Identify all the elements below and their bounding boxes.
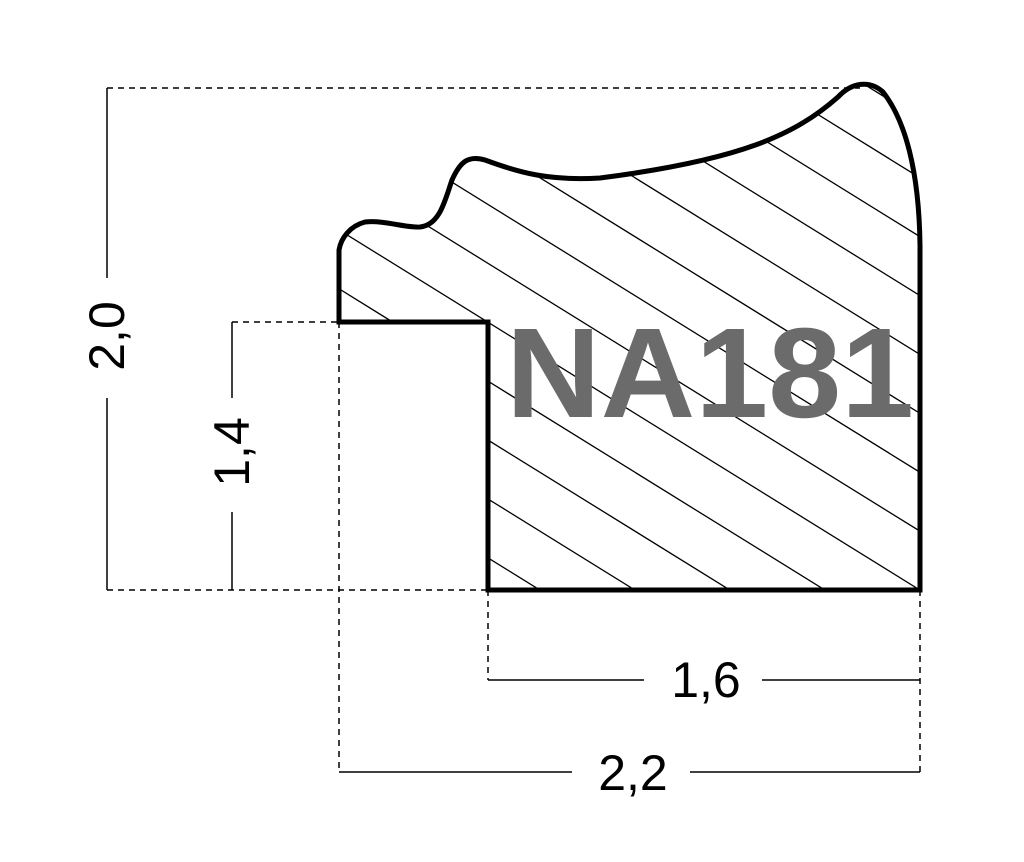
hatch-line bbox=[339, 84, 920, 590]
hatch-line bbox=[339, 84, 401, 590]
hatch-line bbox=[539, 84, 920, 590]
hatch-line bbox=[339, 84, 920, 590]
hatch-line bbox=[339, 84, 781, 590]
extension-lines bbox=[107, 87, 921, 772]
hatch-line bbox=[729, 84, 920, 590]
dim-label-total-width: 2,2 bbox=[598, 745, 668, 801]
hatch-line bbox=[339, 84, 686, 590]
dimension-lines bbox=[106, 88, 920, 773]
dim-label-face-width: 1,6 bbox=[671, 652, 741, 708]
hatch-line bbox=[339, 84, 496, 590]
hatch-line bbox=[919, 84, 920, 590]
model-code: NA181 bbox=[506, 302, 914, 445]
dim-label-rebate-height: 1,4 bbox=[204, 417, 260, 487]
dim-label-total-height: 2,0 bbox=[79, 301, 135, 371]
profile-outline bbox=[336, 81, 923, 593]
hatch-line bbox=[634, 84, 920, 590]
